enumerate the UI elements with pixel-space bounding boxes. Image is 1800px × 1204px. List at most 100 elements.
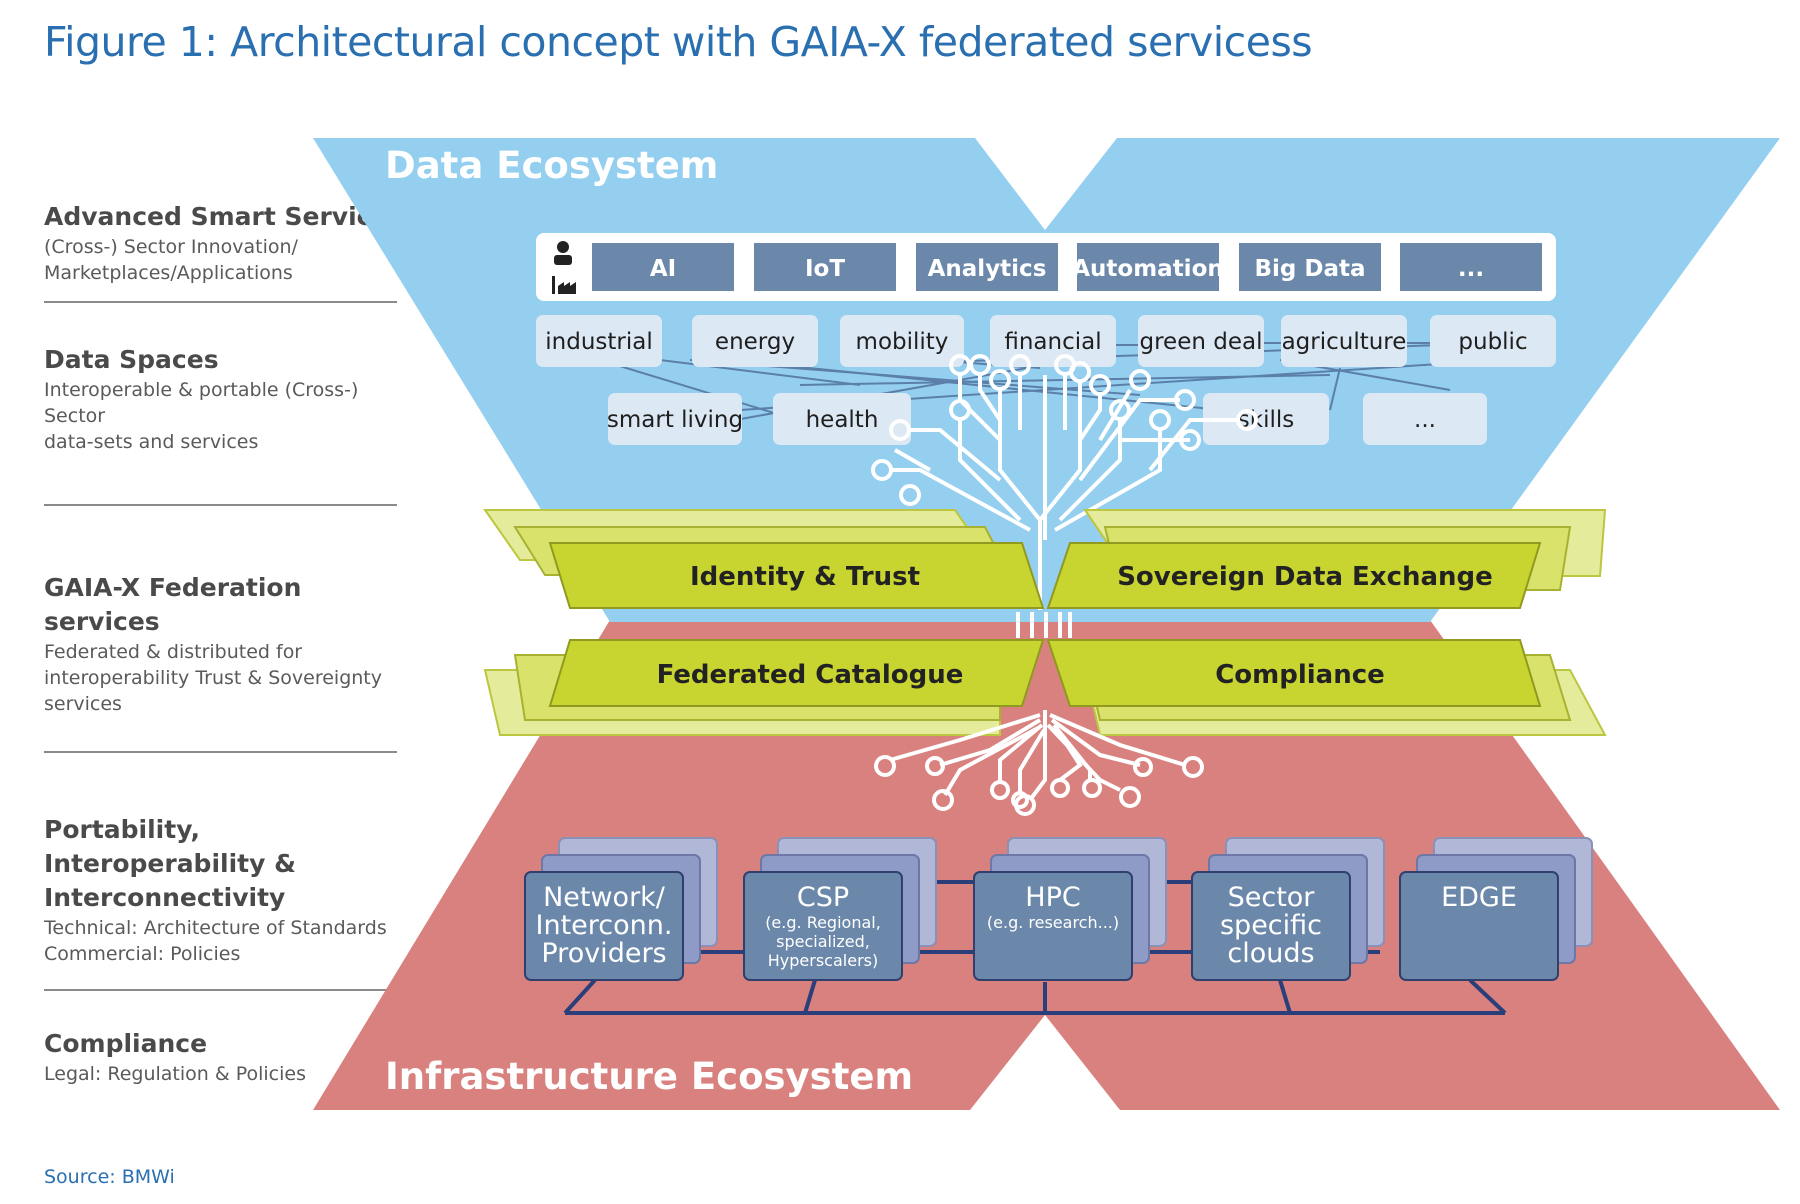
layer-divider bbox=[44, 989, 397, 991]
layer-subtitle-line: Interoperable & portable (Cross-) Sector bbox=[44, 379, 359, 427]
layer-title: Advanced Smart Services bbox=[44, 202, 404, 231]
layer-title: Compliance bbox=[44, 1029, 208, 1058]
layer-divider bbox=[44, 504, 397, 506]
infrastructure-ecosystem-label: Infrastructure Ecosystem bbox=[385, 1055, 913, 1098]
infra-network-interconn-providers-name-line: Network/ bbox=[543, 882, 666, 913]
infra-sector-specific-clouds-name-line: clouds bbox=[1227, 938, 1314, 969]
layer-subtitle-line: Technical: Architecture of Standards bbox=[44, 917, 387, 939]
data-space-more-label: ... bbox=[1414, 407, 1436, 433]
layer-title-line: Portability, Interoperability & bbox=[44, 815, 296, 878]
data-space-industrial-label: industrial bbox=[545, 329, 652, 355]
infra-hpc: HPC(e.g. research...) bbox=[973, 837, 1167, 981]
infra-network-interconn-providers: Network/Interconn.Providers bbox=[524, 837, 718, 981]
data-space-public-label: public bbox=[1458, 329, 1527, 355]
data-space-green-deal-label: green deal bbox=[1140, 329, 1263, 355]
layer-portability: Portability, Interoperability & Intercon… bbox=[44, 813, 404, 967]
data-space-smart-living-label: smart living bbox=[607, 407, 743, 433]
layer-title: Data Spaces bbox=[44, 345, 219, 374]
data-space-energy-tag bbox=[692, 315, 818, 367]
infra-csp-detail-line: specialized, bbox=[776, 932, 870, 951]
infra-sector-specific-clouds-box bbox=[1191, 871, 1351, 981]
circuit-nodes-top bbox=[871, 354, 1258, 506]
layer-compliance: Compliance Legal: Regulation & Policies bbox=[44, 1027, 404, 1087]
fed-compliance-label: Compliance bbox=[1215, 660, 1385, 690]
service-big-data-box bbox=[1239, 243, 1381, 291]
data-space-health-label: health bbox=[806, 407, 879, 433]
infra-edge: EDGE bbox=[1399, 837, 1593, 981]
layer-divider bbox=[44, 301, 397, 303]
service-iot-box bbox=[754, 243, 896, 291]
fed-federated-catalogue-box bbox=[548, 639, 1045, 707]
layer-divider bbox=[44, 751, 397, 753]
data-space-skills-tag bbox=[1203, 393, 1329, 445]
layer-subtitle-line: interoperability Trust & Sovereignty bbox=[44, 667, 383, 689]
infra-hpc-box bbox=[973, 871, 1133, 981]
fed-identity-trust-box bbox=[548, 542, 1045, 609]
service-ai-box bbox=[592, 243, 734, 291]
user-factory-icon bbox=[552, 241, 576, 294]
layer-subtitle-line: (Cross-) Sector Innovation/ bbox=[44, 236, 298, 258]
infra-csp-detail-line: Hyperscalers) bbox=[768, 951, 878, 970]
data-space-health-tag bbox=[773, 393, 911, 445]
service-analytics-label: Analytics bbox=[928, 256, 1047, 282]
fed-sovereign-data-exchange-box bbox=[1046, 542, 1542, 609]
layer-title-line: Interconnectivity bbox=[44, 883, 286, 912]
data-space-agriculture-tag bbox=[1281, 315, 1407, 367]
infra-sector-specific-clouds-name-line: Sector bbox=[1228, 882, 1316, 913]
data-space-industrial-tag bbox=[536, 315, 662, 367]
layer-subtitle-line: Federated & distributed for bbox=[44, 641, 303, 663]
source-note: Source: BMWi bbox=[44, 1166, 175, 1188]
data-spaces-row-1: industrial energy mobility financial green d… bbox=[536, 315, 1556, 367]
layer-subtitle-line: Legal: Regulation & Policies bbox=[44, 1063, 306, 1085]
fed-compliance-box bbox=[1046, 639, 1542, 707]
data-space-more-tag bbox=[1363, 393, 1487, 445]
infra-edge-name-line: EDGE bbox=[1441, 882, 1517, 913]
service-automation-box bbox=[1077, 243, 1219, 291]
infra-csp-box bbox=[743, 871, 903, 981]
circuit-nodes-bottom bbox=[874, 755, 1204, 816]
data-space-mobility-tag bbox=[840, 315, 964, 367]
service-iot-label: IoT bbox=[805, 256, 845, 282]
service-more-box bbox=[1400, 243, 1542, 291]
data-space-financial-tag bbox=[990, 315, 1116, 367]
fed-federated-catalogue-label: Federated Catalogue bbox=[657, 660, 964, 690]
service-ai-label: AI bbox=[650, 256, 676, 282]
layer-data-spaces: Data Spaces Interoperable & portable (Cr… bbox=[44, 343, 404, 455]
data-ecosystem-label: Data Ecosystem bbox=[385, 144, 718, 187]
infra-csp-name-line: CSP bbox=[797, 882, 849, 913]
data-space-energy-label: energy bbox=[715, 329, 795, 355]
service-more-label: ... bbox=[1458, 256, 1484, 282]
figure-title: Figure 1: Architectural concept with GAI… bbox=[44, 18, 1313, 66]
infra-network-interconn-providers-name-line: Interconn. bbox=[536, 910, 673, 941]
data-space-agriculture-label: agriculture bbox=[1282, 329, 1407, 355]
data-space-mobility-label: mobility bbox=[856, 329, 949, 355]
fed-sovereign-data-exchange-label: Sovereign Data Exchange bbox=[1117, 562, 1493, 592]
layer-advanced-smart-services: Advanced Smart Services (Cross-) Sector … bbox=[44, 200, 404, 286]
data-space-financial-label: financial bbox=[1004, 329, 1101, 355]
layer-federation-services: GAIA-X Federation services Federated & d… bbox=[44, 571, 404, 717]
layer-subtitle-line: data-sets and services bbox=[44, 431, 259, 453]
service-automation-label: Automation bbox=[1072, 256, 1224, 282]
layer-title: GAIA-X Federation services bbox=[44, 573, 302, 636]
data-space-public-tag bbox=[1430, 315, 1556, 367]
layer-subtitle-line: services bbox=[44, 693, 122, 715]
infra-hpc-detail-line: (e.g. research...) bbox=[987, 913, 1119, 932]
infra-csp: CSP(e.g. Regional,specialized,Hyperscale… bbox=[743, 837, 937, 981]
service-big-data-label: Big Data bbox=[1254, 256, 1365, 282]
federation-services: Identity & Trust Sovereign Data Exchange… bbox=[548, 542, 1542, 707]
infra-edge-box bbox=[1399, 871, 1559, 981]
infra-network-interconn-providers-box bbox=[524, 871, 684, 981]
data-space-smart-living-tag bbox=[608, 393, 742, 445]
infra-sector-specific-clouds-name-line: specific bbox=[1220, 910, 1322, 941]
fed-identity-trust-label: Identity & Trust bbox=[690, 562, 920, 592]
layer-subtitle-line: Marketplaces/Applications bbox=[44, 262, 293, 284]
layer-subtitle-line: Commercial: Policies bbox=[44, 943, 241, 965]
infra-hpc-name-line: HPC bbox=[1025, 882, 1080, 913]
service-analytics-box bbox=[916, 243, 1058, 291]
infra-network-interconn-providers-name-line: Providers bbox=[541, 938, 666, 969]
infra-csp-detail-line: (e.g. Regional, bbox=[765, 913, 881, 932]
smart-services: AI IoT Analytics Automation Big Data... bbox=[592, 243, 1542, 291]
